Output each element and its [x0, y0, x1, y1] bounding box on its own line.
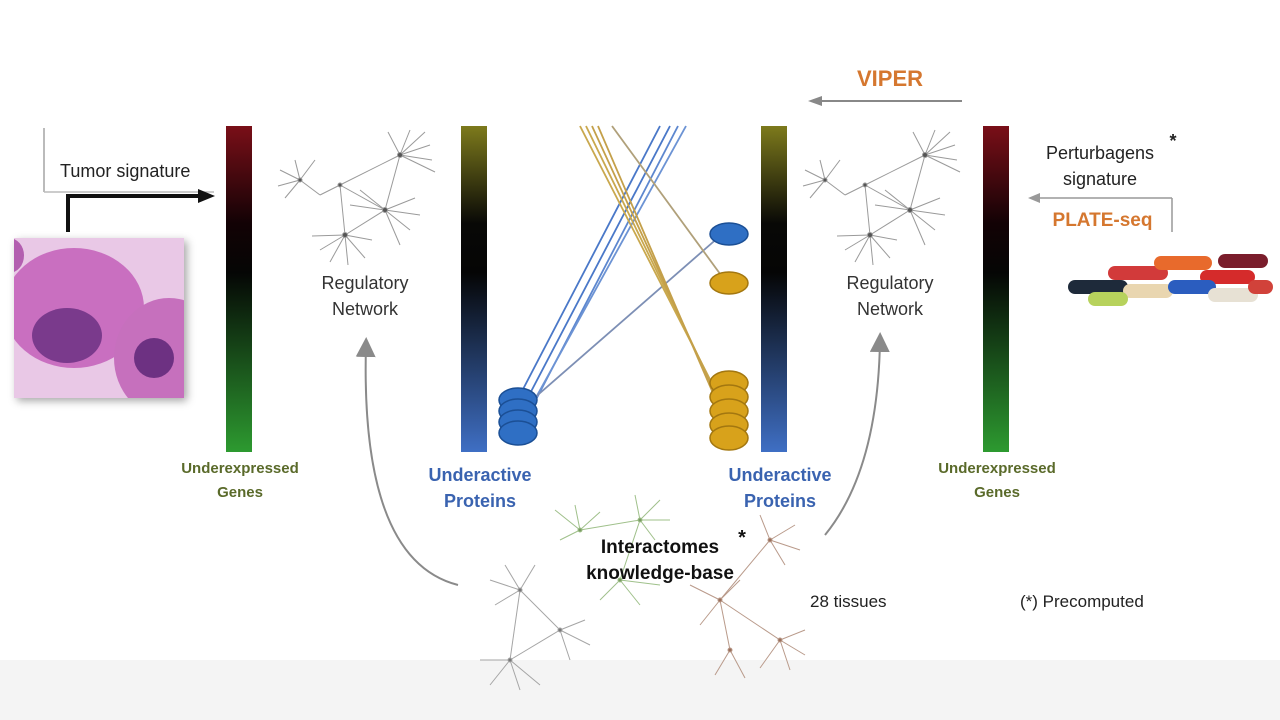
label-line: Network — [331, 299, 398, 319]
blue-protein-nodes — [498, 222, 749, 446]
precomputed-note: (*) Precomputed — [1020, 592, 1144, 611]
label-line: Proteins — [743, 491, 817, 511]
label-line: Genes — [974, 484, 1020, 501]
tumor-signature-bracket — [43, 128, 215, 232]
underactive-proteins-right-label: Underactive Proteins — [705, 462, 855, 514]
interactomes-knowledge-base-label: Interactomes knowledge-base — [560, 535, 760, 587]
network-graph-icon — [277, 129, 436, 266]
protein-bar-left — [461, 126, 487, 452]
label-line: Perturbagens — [1045, 143, 1155, 163]
underexpressed-genes-left-label: Underexpressed Genes — [155, 457, 325, 505]
regulatory-network-right-label: Regulatory Network — [825, 270, 955, 322]
label-line: Underactive — [728, 465, 832, 485]
viper-arrow — [808, 96, 962, 106]
label-line: Underexpressed — [938, 460, 1056, 477]
interactomes-network-cluster — [480, 494, 806, 691]
label-line: knowledge-base — [586, 563, 734, 584]
perturbagens-signature-label: Perturbagens signature — [1025, 140, 1175, 192]
plate-seq-arrow — [1028, 193, 1173, 232]
gold-protein-nodes — [709, 271, 749, 451]
connection-lines — [517, 125, 729, 431]
protein-bar-right — [761, 126, 787, 452]
gene-bar-right — [983, 126, 1009, 452]
tumor-signature-label: Tumor signature — [60, 161, 191, 181]
arrow-kb-to-right-network — [824, 332, 890, 536]
perturbagens-asterisk: * — [1169, 131, 1177, 151]
label-line: Underactive — [428, 465, 532, 485]
label-line: Network — [856, 299, 923, 319]
drug-pills-image — [1068, 250, 1273, 308]
underactive-proteins-left-label: Underactive Proteins — [405, 462, 555, 514]
label-line: Underexpressed — [181, 460, 299, 477]
arrow-kb-to-left-network — [355, 337, 459, 586]
label-line: Genes — [217, 484, 263, 501]
regulatory-network-left-label: Regulatory Network — [300, 270, 430, 322]
label-line: signature — [1062, 169, 1138, 189]
label-line: Regulatory — [321, 273, 409, 293]
network-graph-icon — [802, 129, 961, 266]
tumor-histology-image — [14, 238, 184, 398]
underexpressed-genes-right-label: Underexpressed Genes — [912, 457, 1082, 505]
gene-bar-left — [226, 126, 252, 452]
viper-label: VIPER — [856, 66, 924, 91]
interactomes-asterisk: * — [738, 527, 746, 549]
label-line: Proteins — [443, 491, 517, 511]
tissues-label: 28 tissues — [810, 592, 887, 611]
plate-seq-label: PLATE-seq — [1052, 210, 1153, 231]
bottom-band — [0, 660, 1280, 720]
label-line: Regulatory — [846, 273, 934, 293]
label-line: Interactomes — [600, 537, 720, 558]
